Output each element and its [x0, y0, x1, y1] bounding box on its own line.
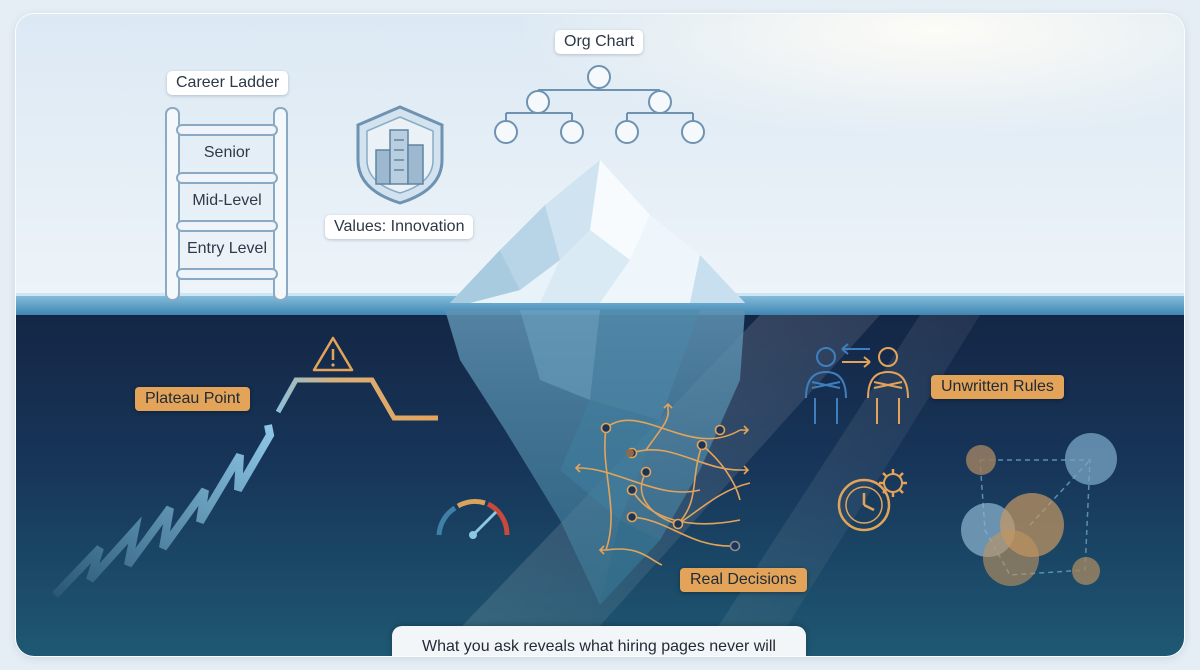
- unwritten-rules-label: Unwritten Rules: [931, 375, 1064, 399]
- growth-zigzag: [52, 424, 275, 598]
- plateau-line: [275, 377, 438, 421]
- ladder-rung-senior: Senior: [203, 144, 251, 161]
- org-chart-icon: [494, 65, 705, 144]
- infographic-frame: Career Ladder Senior Mid-Level Entry Lev…: [16, 14, 1184, 656]
- plateau-point-label: Plateau Point: [135, 387, 251, 411]
- org-chart-label: Org Chart: [555, 30, 644, 54]
- iceberg-scene: [16, 14, 1184, 656]
- clock-gear-icon: [837, 469, 907, 532]
- network-web-icon: [574, 402, 751, 566]
- caption-banner: What you ask reveals what hiring pages n…: [392, 626, 806, 656]
- real-decisions-label: Real Decisions: [680, 568, 807, 592]
- warning-icon: [312, 336, 354, 372]
- iceberg-icon: [450, 160, 745, 303]
- iceberg-underwater: [445, 310, 745, 605]
- people-exchange-icon: [805, 343, 909, 424]
- shield-building-icon: [356, 105, 444, 205]
- values-label: Values: Innovation: [325, 215, 474, 239]
- ladder-icon: [165, 107, 288, 301]
- gauge-icon: [436, 498, 510, 539]
- bubble-cluster-icon: [961, 433, 1117, 586]
- ladder-rung-mid-level: Mid-Level: [192, 192, 262, 209]
- career-ladder-label: Career Ladder: [167, 71, 289, 95]
- ladder-rung-entry-level: Entry Level: [186, 240, 268, 257]
